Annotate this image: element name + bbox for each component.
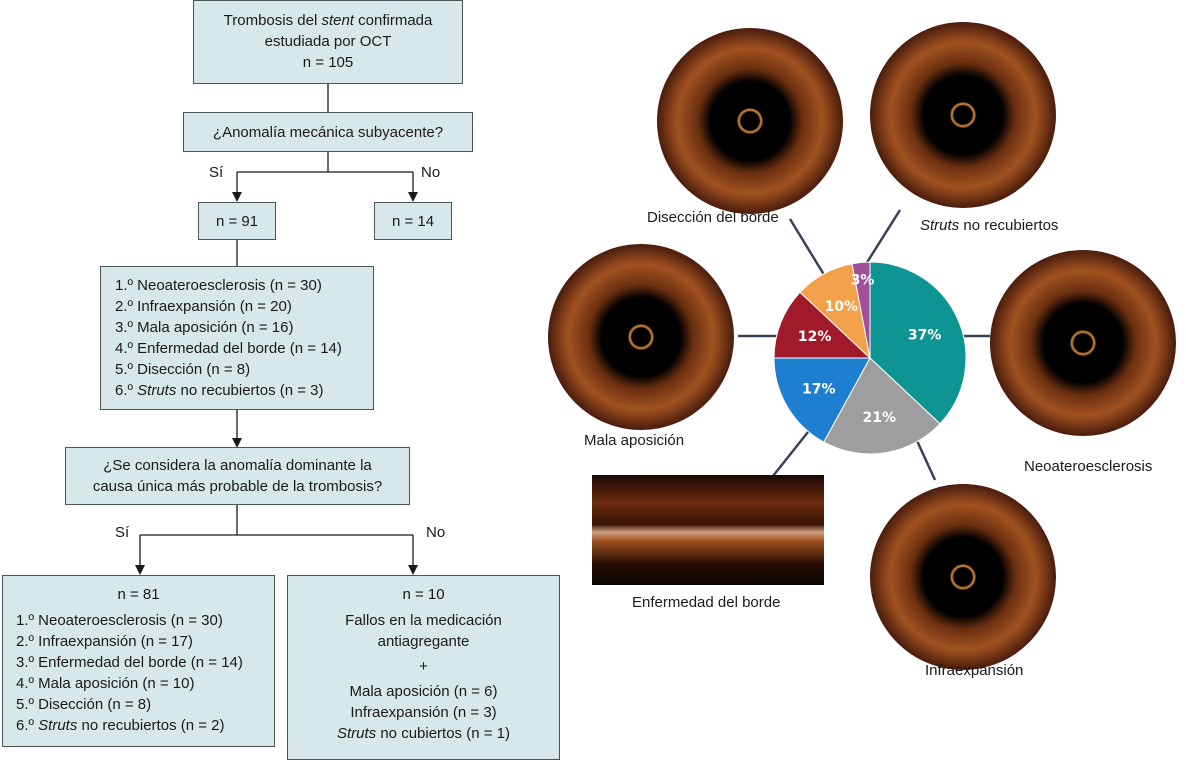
question-2-line1: ¿Se considera la anomalía dominante la [103,457,372,474]
n10-line3: Mala aposición (n = 6) [349,683,498,700]
caption-neo: Neoateroesclerosis [1024,458,1153,475]
caption-struts: Struts no recubiertos [920,217,1058,234]
list-item: 3.º Mala aposición (n = 16) [115,319,294,336]
yes-label-1: Sí [209,164,224,181]
no-label-1: No [421,164,441,181]
top-box-text-2: confirmada [353,12,433,29]
top-box-stent: stent [321,12,354,29]
n14-box: n = 14 [374,202,452,240]
caption-infra: Infraexpansión [925,662,1024,679]
anomaly-list-box: 1.º Neoateroesclerosis (n = 30) 2.º Infr… [100,266,374,410]
caption-mala: Mala aposición [584,432,685,449]
question-2-box: ¿Se considera la anomalía dominante la c… [65,447,410,505]
n81-title: n = 81 [117,586,160,603]
top-box-line2: estudiada por OCT [264,33,392,50]
caption-struts-text: no recubiertos [959,217,1059,234]
question-1-box: ¿Anomalía mecánica subyacente? [183,112,473,152]
list-item: 6.º Struts no recubiertos (n = 2) [16,715,274,736]
list-item: 3.º Enfermedad del borde (n = 14) [16,654,243,671]
n10-line2: antiagregante [377,633,470,650]
top-box-count: n = 105 [302,54,354,71]
oct-image-enfermedad [592,475,824,585]
list-item: 1.º Neoateroesclerosis (n = 30) [115,277,322,294]
oct-image-infra [870,484,1056,670]
n10-line1: Fallos en la medicación [345,612,502,629]
list-item-struts: Struts [137,382,177,399]
n81-box: n = 81 1.º Neoateroesclerosis (n = 30) 2… [2,575,275,747]
list-item: 2.º Infraexpansión (n = 17) [16,633,193,650]
list-item: 2.º Infraexpansión (n = 20) [115,298,292,315]
n10-line4: Infraexpansión (n = 3) [350,704,497,721]
list-item-text: no recubiertos (n = 2) [77,717,225,734]
list-item: 1.º Neoateroesclerosis (n = 30) [16,612,223,629]
n10-line5-text: no cubiertos (n = 1) [376,725,510,742]
n91-text: n = 91 [215,213,259,230]
caption-diseccion: Disección del borde [647,209,779,226]
oct-image-struts [870,22,1056,208]
oct-image-neo [990,250,1176,436]
question-1: ¿Anomalía mecánica subyacente? [212,124,444,141]
list-item: 4.º Enfermedad del borde (n = 14) [115,340,342,357]
list-item-number: 6.º [115,382,138,399]
n10-line5: Struts no cubiertos (n = 1) [288,723,559,744]
oct-image-mala [548,244,734,430]
list-item: 4.º Mala aposición (n = 10) [16,675,195,692]
n10-title: n = 10 [402,586,445,603]
list-item: 6.º Struts no recubiertos (n = 3) [115,380,373,401]
list-item: 5.º Disección (n = 8) [16,696,152,713]
question-2-line2: causa única más probable de la trombosis… [92,478,383,495]
list-item-struts: Struts [38,717,78,734]
list-item: 5.º Disección (n = 8) [115,361,251,378]
top-box-text: Trombosis del [223,12,322,29]
caption-enfermedad: Enfermedad del borde [632,594,781,611]
oct-image-diseccion [657,28,843,214]
n14-text: n = 14 [391,213,435,230]
n10-struts: Struts [336,725,377,742]
top-box: Trombosis del stent confirmada estudiada… [193,0,463,84]
no-label-2: No [426,524,446,541]
n10-box: n = 10 Fallos en la medicación antiagreg… [287,575,560,760]
n91-box: n = 91 [198,202,276,240]
yes-label-2: Sí [115,524,130,541]
caption-struts-em: Struts [920,217,960,234]
list-item-number: 6.º [16,717,39,734]
n10-plus: + [419,658,428,675]
list-item-text: no recubiertos (n = 3) [176,382,324,399]
